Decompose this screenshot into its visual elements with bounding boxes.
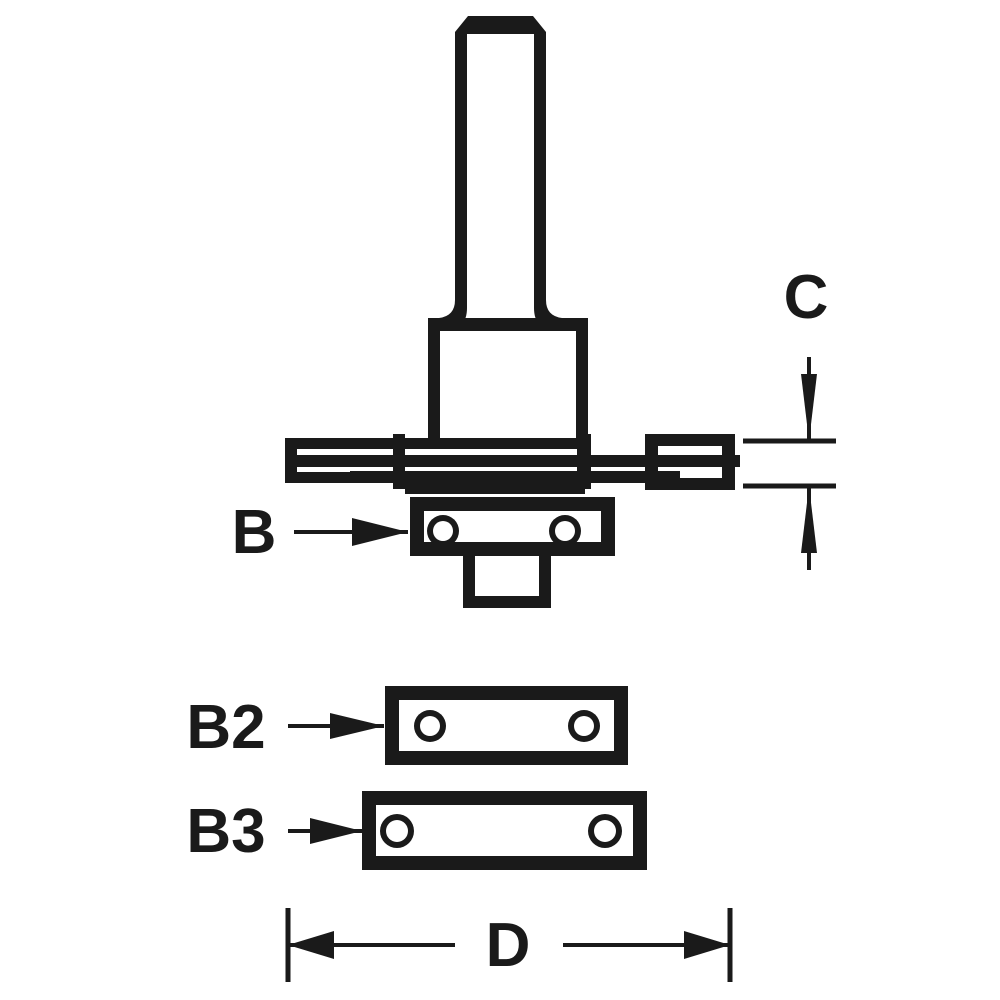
main-bearing-outline bbox=[410, 497, 615, 556]
main-bearing-hole-right bbox=[555, 521, 575, 541]
blade-bar-lower bbox=[350, 471, 680, 483]
bearing-b3-group bbox=[362, 791, 647, 870]
blade-riser-left bbox=[393, 434, 405, 459]
bearing-b2-outline bbox=[385, 686, 628, 765]
cutter-wing-right-group bbox=[645, 434, 735, 490]
cutter-wing-right-inner-edge bbox=[645, 434, 658, 490]
dimension-d-arrow-right-icon bbox=[684, 931, 730, 959]
bearing-b3-hole-left bbox=[386, 820, 408, 842]
callout-b3-group: B3 bbox=[186, 797, 362, 866]
shank-outline bbox=[428, 16, 588, 330]
body-top-edge bbox=[428, 318, 588, 331]
bearing-stub-group bbox=[463, 556, 551, 608]
callout-b2-label: B2 bbox=[186, 693, 265, 762]
callout-b-arrow-right-icon bbox=[352, 518, 408, 546]
callout-b-group: B bbox=[232, 498, 408, 567]
blade-bar-upper bbox=[290, 455, 740, 467]
dimension-d-arrow-left-icon bbox=[288, 931, 334, 959]
shank-group bbox=[428, 16, 588, 330]
callout-b2-group: B2 bbox=[186, 693, 384, 762]
blade-bar-group bbox=[290, 434, 740, 494]
dimension-d-group: D bbox=[285, 908, 733, 982]
bearing-b3-outline bbox=[362, 791, 647, 870]
dimension-d-label: D bbox=[486, 911, 531, 980]
blade-top-cap bbox=[405, 438, 585, 449]
main-bearing-group bbox=[410, 497, 615, 556]
dimension-c-group: C bbox=[743, 263, 836, 570]
dimension-c-arrow-down-icon bbox=[801, 374, 817, 441]
blade-bottom-cap bbox=[405, 483, 585, 494]
callout-b-label: B bbox=[232, 498, 277, 567]
cutter-body-group bbox=[428, 318, 588, 446]
callout-b3-arrow-right-icon bbox=[310, 818, 362, 844]
main-bearing-hole-left bbox=[433, 521, 453, 541]
callout-b2-arrow-right-icon bbox=[330, 713, 384, 739]
bearing-b2-hole-left bbox=[420, 716, 440, 736]
bearing-stub-outline bbox=[463, 556, 551, 608]
bearing-b2-hole-right bbox=[574, 716, 594, 736]
bearing-b3-hole-right bbox=[594, 820, 616, 842]
dimension-c-label: C bbox=[784, 263, 829, 332]
bearing-b2-group bbox=[385, 686, 628, 765]
callout-b3-label: B3 bbox=[186, 797, 265, 866]
shank-top-chamfer bbox=[466, 22, 535, 26]
blade-drop-left bbox=[393, 467, 405, 489]
dimension-c-arrow-up-icon bbox=[801, 486, 817, 553]
